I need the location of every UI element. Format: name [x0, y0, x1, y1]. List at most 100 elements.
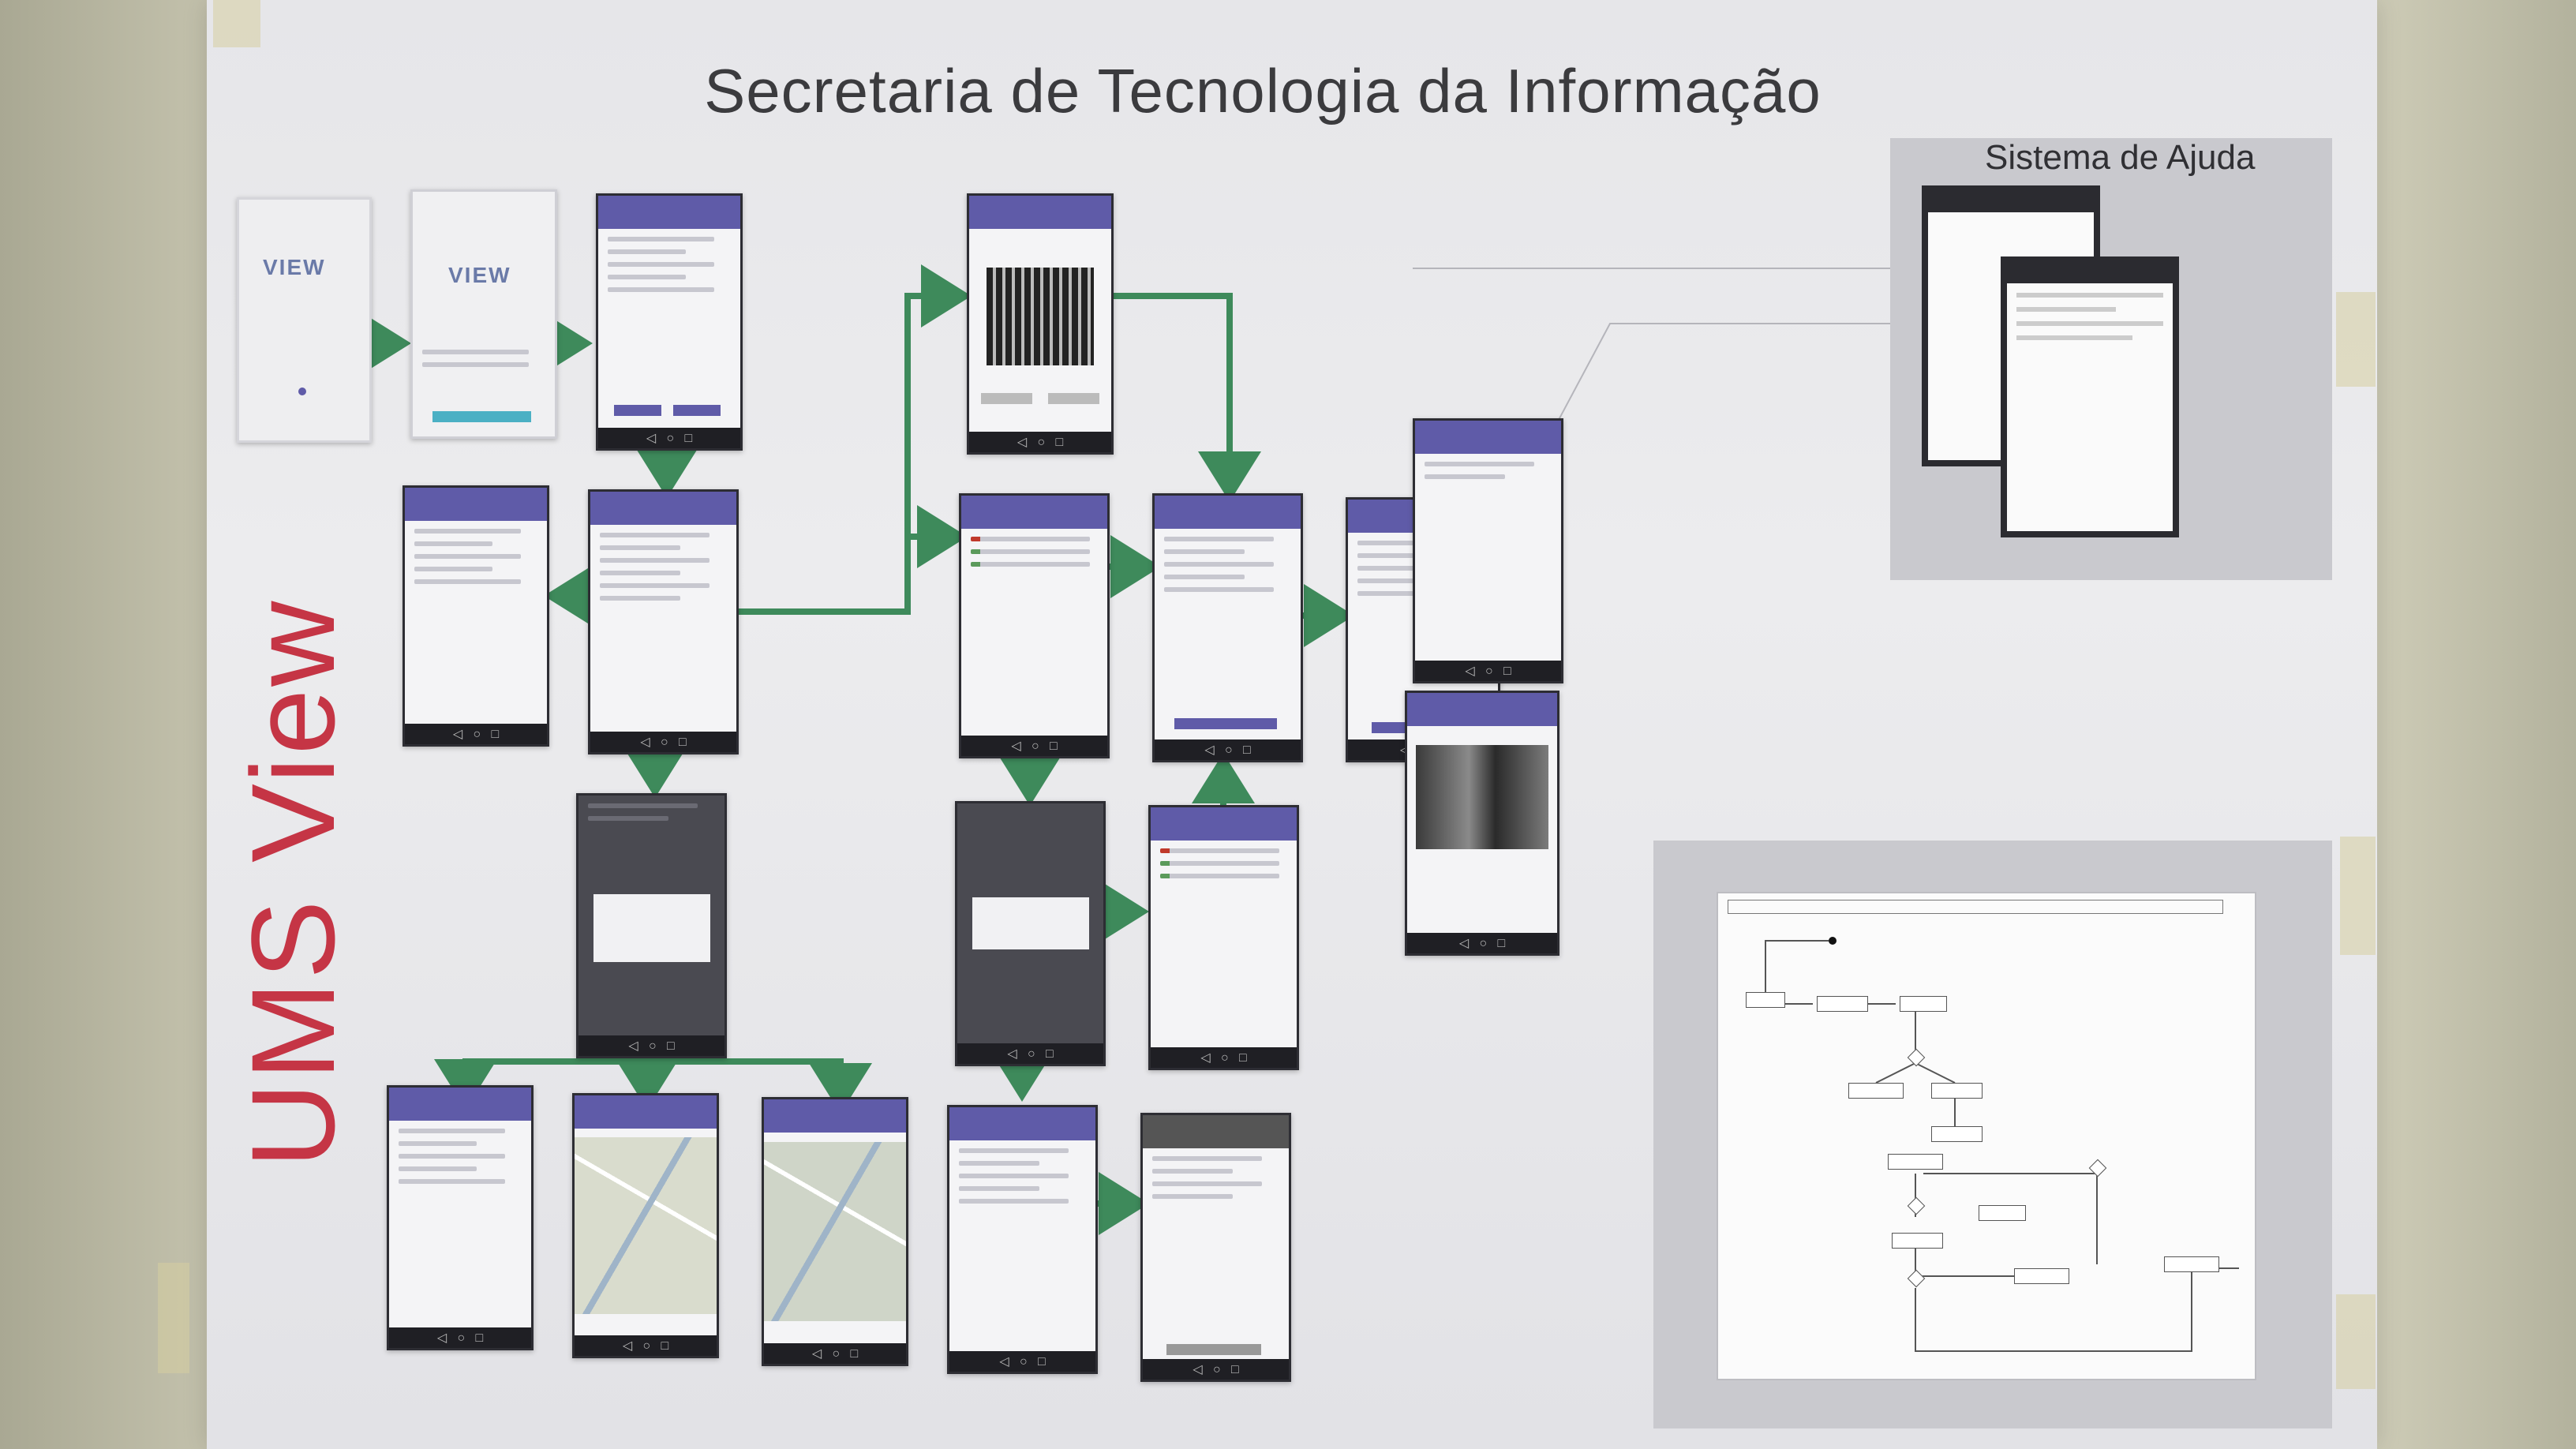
wall-left	[0, 0, 213, 1449]
ok-button[interactable]	[1166, 1344, 1261, 1355]
scan-button[interactable]	[981, 393, 1032, 404]
nav-bar	[957, 1043, 1103, 1064]
login-button[interactable]	[432, 411, 531, 422]
list-item[interactable]	[600, 571, 680, 575]
text-line	[2016, 293, 2163, 298]
flow-node	[1848, 1083, 1904, 1099]
menu-dialog[interactable]	[593, 894, 710, 963]
text-line	[399, 1141, 477, 1146]
text-line	[414, 529, 521, 534]
confirm-dialog[interactable]	[972, 897, 1089, 949]
text-line	[414, 579, 521, 584]
list-item[interactable]	[600, 533, 710, 537]
app-bar	[389, 1088, 531, 1121]
observation-screen	[1413, 418, 1563, 683]
list-item[interactable]	[971, 537, 1090, 541]
flow-node	[2164, 1256, 2219, 1272]
text-line	[399, 1154, 505, 1159]
text-line	[2016, 335, 2132, 340]
flow-node	[1931, 1126, 1983, 1142]
text-line	[1152, 1169, 1233, 1174]
text-line	[1164, 587, 1274, 592]
finish-button[interactable]	[1174, 718, 1277, 729]
app-bar	[1143, 1115, 1289, 1148]
help-bar	[2007, 263, 2173, 283]
username-field[interactable]	[422, 350, 529, 354]
list-item[interactable]	[1160, 848, 1279, 853]
text-line	[588, 803, 698, 808]
text-line	[399, 1179, 505, 1184]
arrow-menu-route	[647, 1058, 872, 1114]
tape-strip	[2336, 1294, 2376, 1389]
nav-bar	[1155, 739, 1301, 760]
route-map[interactable]	[764, 1141, 906, 1322]
list-item[interactable]	[959, 1199, 1069, 1204]
app-bar	[969, 196, 1111, 229]
text-line	[608, 237, 714, 242]
app-bar	[1151, 807, 1297, 841]
route-screen	[762, 1097, 908, 1366]
final-form-screen	[1140, 1113, 1291, 1382]
nav-bar	[1143, 1359, 1289, 1380]
list-item[interactable]	[600, 583, 710, 588]
list-item[interactable]	[600, 545, 680, 550]
password-field[interactable]	[422, 362, 529, 367]
flow-node	[1892, 1233, 1943, 1249]
nav-bar	[389, 1327, 531, 1348]
nav-bar	[969, 432, 1111, 452]
app-bar	[1415, 421, 1561, 454]
wall-right	[2363, 0, 2576, 1449]
list-item[interactable]	[971, 562, 1090, 567]
app-bar	[405, 488, 547, 521]
text-line	[1357, 578, 1440, 583]
text-line	[1152, 1194, 1233, 1199]
tape-strip	[158, 1263, 189, 1373]
flowchart-header	[1728, 900, 2223, 914]
nav-bar	[590, 732, 736, 752]
history-list-screen	[947, 1105, 1098, 1374]
section-list-screen	[959, 493, 1110, 758]
nav-bar	[598, 428, 740, 448]
app-bar	[764, 1099, 906, 1133]
thin-connector	[1546, 323, 1894, 443]
list-item[interactable]	[959, 1161, 1039, 1166]
text-line	[608, 262, 714, 267]
text-line	[399, 1166, 477, 1171]
arrow-to-qr	[734, 264, 972, 615]
login-logo: VIEW	[448, 263, 511, 287]
contact-screen	[387, 1085, 534, 1350]
map-view[interactable]	[575, 1136, 717, 1315]
app-bar	[949, 1107, 1095, 1140]
manual-button[interactable]	[1048, 393, 1099, 404]
flow-node	[1979, 1205, 2026, 1221]
nav-bar	[1151, 1047, 1297, 1068]
nav-bar	[764, 1343, 906, 1364]
tape-strip	[213, 0, 260, 47]
loading-dot	[298, 388, 306, 395]
flow-node	[1931, 1083, 1983, 1099]
flow-node	[1746, 992, 1785, 1008]
qr-code	[986, 268, 1095, 365]
map-screen	[572, 1093, 719, 1358]
home-screen	[596, 193, 743, 451]
text-line	[588, 816, 668, 821]
list-item[interactable]	[959, 1148, 1069, 1153]
list-item[interactable]	[971, 549, 1090, 554]
text-line	[608, 287, 714, 292]
text-line	[1164, 537, 1274, 541]
confirm-button[interactable]	[614, 405, 661, 416]
nav-bar	[405, 724, 547, 744]
requests-screen	[588, 489, 739, 754]
list-item[interactable]	[1160, 874, 1279, 878]
text-line	[1425, 474, 1505, 479]
list-item[interactable]	[1160, 861, 1279, 866]
cancel-button[interactable]	[673, 405, 721, 416]
list-item[interactable]	[959, 1186, 1039, 1191]
list-item[interactable]	[959, 1174, 1069, 1178]
nav-bar	[949, 1351, 1095, 1372]
flowchart-sheet	[1717, 892, 2256, 1380]
list-item[interactable]	[600, 596, 680, 601]
text-line	[1425, 462, 1534, 466]
list-item[interactable]	[600, 558, 710, 563]
text-line	[1152, 1181, 1262, 1186]
